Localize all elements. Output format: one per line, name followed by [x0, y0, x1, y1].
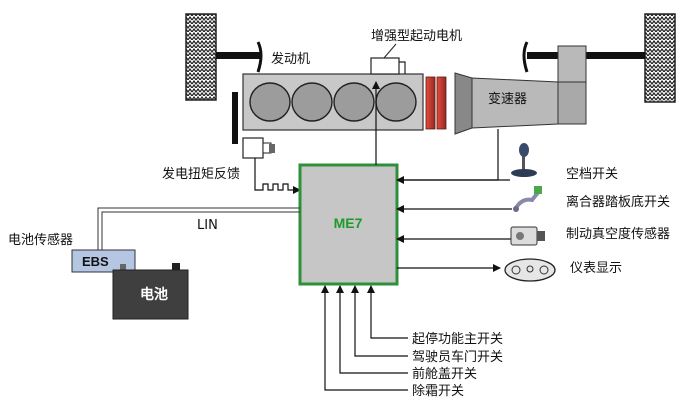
engine-label: 发动机	[271, 51, 310, 67]
instrument-cluster-icon	[504, 258, 556, 282]
battery	[112, 263, 189, 320]
alternator-belt	[232, 92, 238, 144]
starter-motor	[370, 57, 406, 75]
torque-feedback-signal	[254, 158, 301, 194]
left-cv-joint	[256, 41, 263, 73]
neutral-switch-label: 空档开关	[566, 167, 618, 182]
clutch-pedal-switch-label: 离合器踏板底开关	[566, 194, 670, 210]
start-stop-switch-line	[367, 285, 408, 339]
right-cv-joint	[522, 41, 529, 73]
instrument-display-label: 仪表显示	[570, 261, 622, 276]
defrost-switch-line	[321, 285, 408, 391]
transmission-label: 变速器	[488, 91, 527, 107]
me7-controller	[298, 163, 399, 286]
starter-ring-gear	[425, 76, 447, 130]
starter-motor-label: 增强型起动电机	[371, 29, 462, 44]
gear-lever-icon	[511, 143, 537, 177]
battery-sensor-label: 电池传感器	[8, 232, 73, 248]
transmission-to-me7	[396, 129, 499, 184]
brake-vacuum-sensor-label: 制动真空度传感器	[566, 226, 670, 242]
driver-door-switch-label: 驾驶员车门开关	[412, 349, 503, 365]
vacuum-sensor-icon	[510, 226, 545, 246]
defrost-switch-label: 除霜开关	[412, 384, 464, 399]
engine-block	[242, 73, 424, 131]
lin-label: LIN	[197, 218, 218, 233]
ebs-label: EBS	[82, 254, 109, 269]
clutch-switch-icon	[513, 186, 542, 212]
hood-switch-line	[336, 285, 408, 374]
transmission	[454, 45, 587, 135]
me7-label: ME7	[334, 215, 363, 231]
left-wheel	[185, 13, 217, 101]
generator-torque-feedback-label: 发电扭矩反馈	[162, 166, 240, 182]
left-axle	[216, 52, 260, 59]
right-wheel	[644, 13, 676, 103]
generator	[242, 137, 275, 159]
lin-bus-line-inner	[101, 211, 300, 252]
hood-switch-label: 前舱盖开关	[412, 366, 477, 382]
ebs-sensor	[71, 249, 136, 273]
battery-label: 电池	[140, 286, 168, 303]
starter-leader	[383, 43, 397, 59]
driver-door-switch-line	[351, 285, 408, 357]
start-stop-main-switch-label: 起停功能主开关	[412, 331, 503, 347]
lin-bus-line	[97, 207, 300, 252]
